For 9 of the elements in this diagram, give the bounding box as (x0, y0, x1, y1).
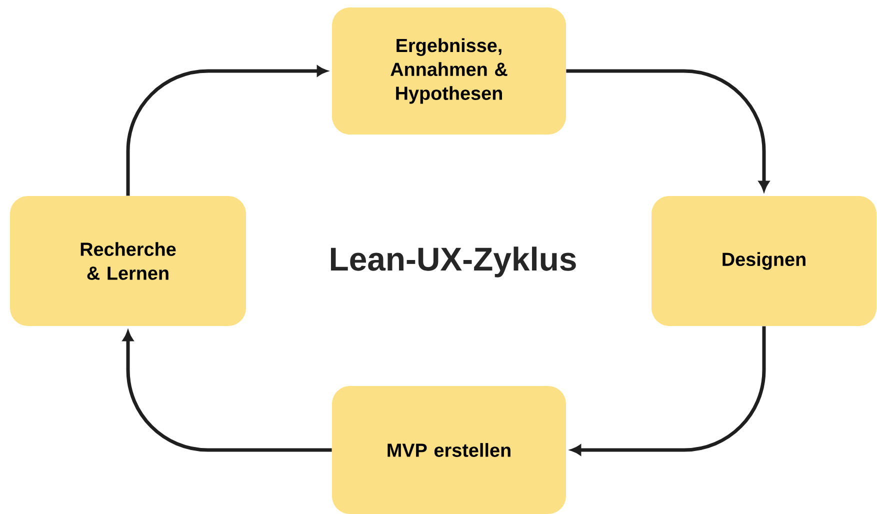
arrow (566, 69, 770, 191)
process-box: Recherche & Lernen (10, 196, 246, 326)
process-box: MVP erstellen (332, 386, 566, 514)
arrow (571, 326, 766, 456)
arrow (122, 331, 332, 452)
arrow (126, 66, 327, 196)
process-box: Designen (652, 196, 876, 326)
process-box: Ergebnisse, Annahmen & Hypothesen (332, 8, 566, 134)
diagram-title: Lean-UX-Zyklus (330, 246, 576, 278)
